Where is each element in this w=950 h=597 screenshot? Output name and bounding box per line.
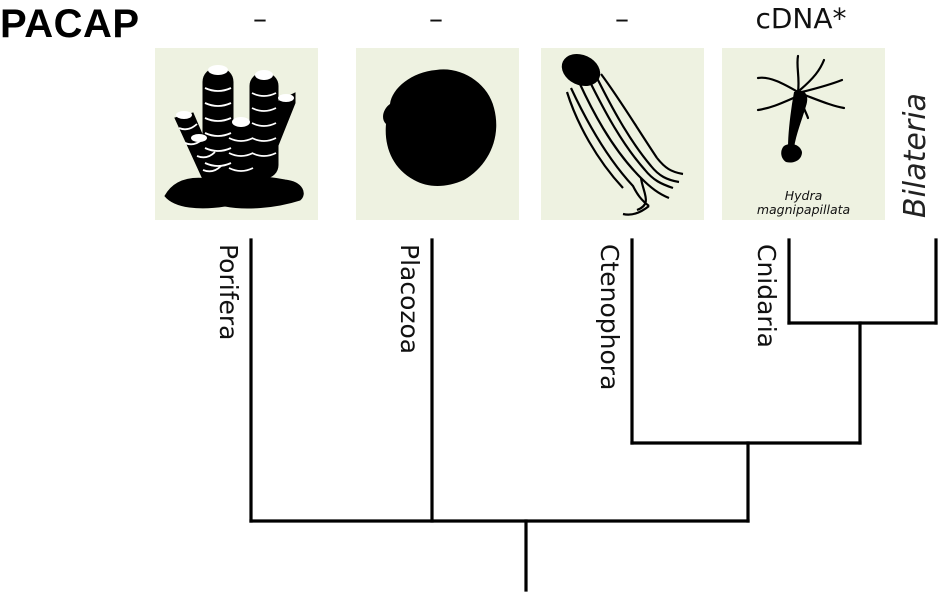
marker-cnidaria: cDNA* — [755, 2, 847, 35]
taxon-label-placozoa: Placozoa — [395, 244, 424, 355]
sponge-silhouette-icon — [164, 65, 304, 209]
placozoan-silhouette-icon — [383, 69, 497, 186]
comb-jelly-silhouette-icon — [561, 53, 684, 216]
cnidaria-panel: Hydra magnipapillata — [722, 48, 885, 220]
ctenophora-panel — [541, 48, 704, 220]
taxon-label-porifera: Porifera — [214, 244, 243, 341]
placozoa-panel — [356, 48, 519, 220]
marker-porifera: – — [253, 2, 267, 35]
hydra-silhouette-icon — [756, 54, 846, 163]
taxon-label-ctenophora: Ctenophora — [595, 244, 624, 391]
species-name-line1: Hydra — [784, 188, 823, 203]
porifera-panel — [155, 48, 318, 220]
species-name-line2: magnipapillata — [756, 202, 851, 217]
taxon-label-cnidaria: Cnidaria — [752, 244, 781, 348]
diagram-title: PACAP — [0, 2, 140, 46]
marker-ctenophora: – — [615, 2, 629, 35]
marker-placozoa: – — [429, 2, 443, 35]
